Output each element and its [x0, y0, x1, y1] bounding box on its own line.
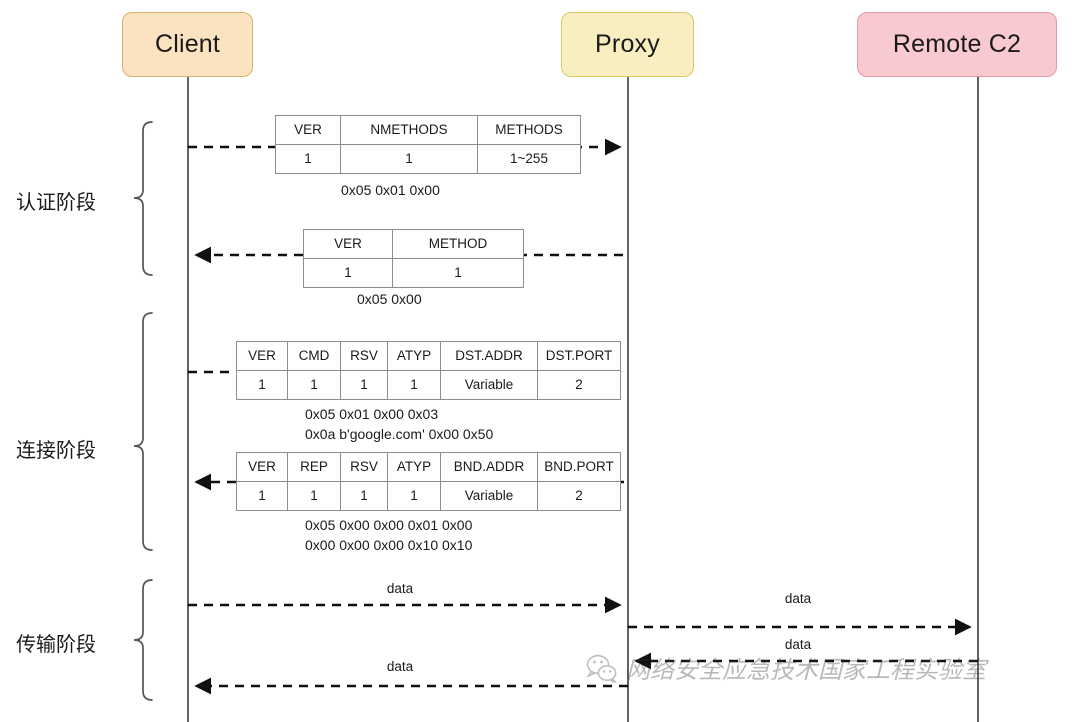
arrow-label-data-client-proxy: data — [386, 581, 414, 596]
hex-line: 0x05 0x01 0x00 0x03 — [305, 406, 439, 422]
actor-proxy[interactable]: Proxy — [561, 12, 694, 77]
table-value-cell: 1 — [340, 144, 478, 174]
table-header-cell: VER — [236, 341, 288, 371]
table-header-cell: BND.PORT — [537, 452, 621, 482]
hex-caption-auth-response: 0x05 0x00 — [357, 291, 422, 307]
table-value-cell: 1 — [287, 481, 341, 511]
message-table-auth-request: VER NMETHODS METHODS 1 1 1~255 — [275, 115, 581, 174]
arrow-label-data-remote-proxy: data — [784, 637, 812, 652]
table-value-cell: 2 — [537, 481, 621, 511]
table-value-cell: 1 — [387, 481, 441, 511]
message-table-auth-response: VER METHOD 1 1 — [303, 229, 524, 288]
table-header-cell: ATYP — [387, 341, 441, 371]
hex-line: 0x0a b'google.com' 0x00 0x50 — [305, 426, 494, 443]
table-header-cell: CMD — [287, 341, 341, 371]
message-table-connect-response: VER REP RSV ATYP BND.ADDR BND.PORT 1 1 1… — [236, 452, 621, 511]
arrow-label-data-proxy-remote: data — [784, 591, 812, 606]
table-header-cell: VER — [303, 229, 393, 259]
phase-label-auth: 认证阶段 — [16, 190, 96, 214]
hex-line: 0x00 0x00 0x00 0x10 0x10 — [305, 537, 473, 554]
table-value-cell: 1 — [287, 370, 341, 400]
table-row-values: 1 1 1 1 Variable 2 — [236, 370, 621, 400]
table-row-values: 1 1 1 1 Variable 2 — [236, 481, 621, 511]
table-value-cell: 2 — [537, 370, 621, 400]
table-value-cell: 1 — [275, 144, 341, 174]
table-value-cell: 1 — [340, 370, 388, 400]
table-value-cell: 1~255 — [477, 144, 581, 174]
hex-line: 0x05 0x00 0x00 0x01 0x00 — [305, 517, 473, 533]
hex-caption-auth-request: 0x05 0x01 0x00 — [341, 182, 440, 198]
wechat-icon — [586, 654, 617, 683]
arrow-label-data-proxy-client: data — [386, 659, 414, 674]
table-row-values: 1 1 — [303, 258, 524, 288]
table-header-cell: REP — [287, 452, 341, 482]
table-header-cell: METHOD — [392, 229, 524, 259]
table-row-headers: VER NMETHODS METHODS — [275, 115, 581, 145]
table-header-cell: METHODS — [477, 115, 581, 145]
table-header-cell: DST.PORT — [537, 341, 621, 371]
table-header-cell: BND.ADDR — [440, 452, 538, 482]
hex-caption-connect-request: 0x05 0x01 0x00 0x03 0x0a b'google.com' 0… — [305, 404, 493, 445]
table-value-cell: 1 — [340, 481, 388, 511]
table-header-cell: RSV — [340, 341, 388, 371]
table-value-cell: 1 — [392, 258, 524, 288]
table-value-cell: 1 — [303, 258, 393, 288]
table-row-headers: VER METHOD — [303, 229, 524, 259]
table-row-headers: VER CMD RSV ATYP DST.ADDR DST.PORT — [236, 341, 621, 371]
hex-caption-connect-response: 0x05 0x00 0x00 0x01 0x00 0x00 0x00 0x00 … — [305, 515, 472, 556]
table-value-cell: Variable — [440, 370, 538, 400]
table-value-cell: Variable — [440, 481, 538, 511]
table-value-cell: 1 — [236, 481, 288, 511]
table-header-cell: RSV — [340, 452, 388, 482]
watermark-text: 网络安全应急技术国家工程实验室 — [626, 656, 986, 684]
table-header-cell: ATYP — [387, 452, 441, 482]
table-row-values: 1 1 1~255 — [275, 144, 581, 174]
actor-client[interactable]: Client — [122, 12, 253, 77]
message-table-connect-request: VER CMD RSV ATYP DST.ADDR DST.PORT 1 1 1… — [236, 341, 621, 400]
table-value-cell: 1 — [236, 370, 288, 400]
phase-label-connect: 连接阶段 — [16, 438, 96, 462]
table-header-cell: VER — [275, 115, 341, 145]
table-header-cell: VER — [236, 452, 288, 482]
table-header-cell: DST.ADDR — [440, 341, 538, 371]
table-value-cell: 1 — [387, 370, 441, 400]
phase-label-transfer: 传输阶段 — [16, 632, 96, 656]
watermark: 网络安全应急技术国家工程实验室 — [585, 650, 986, 685]
table-header-cell: NMETHODS — [340, 115, 478, 145]
actor-remote-c2[interactable]: Remote C2 — [857, 12, 1057, 77]
table-row-headers: VER REP RSV ATYP BND.ADDR BND.PORT — [236, 452, 621, 482]
